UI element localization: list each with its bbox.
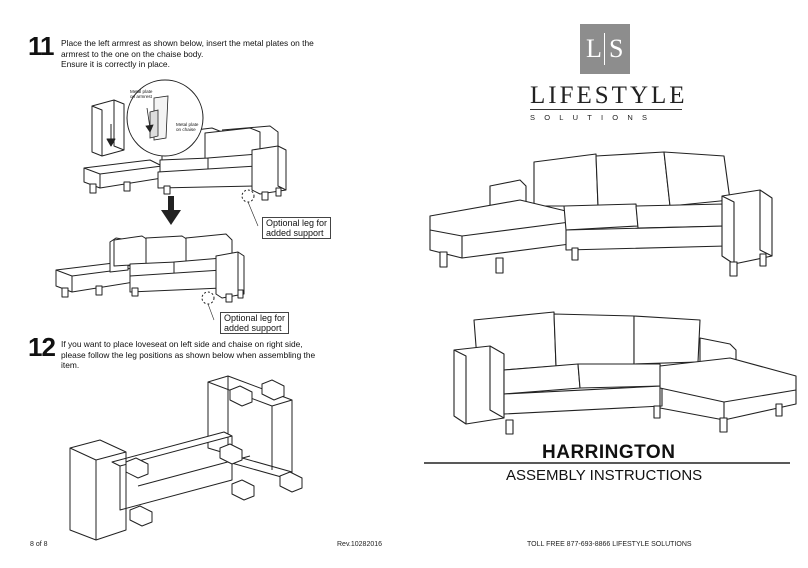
page-number: 8 of 8 bbox=[30, 541, 48, 548]
callout-chaise-plate: Metal plate on chaise bbox=[176, 122, 199, 133]
optional-leg-note-2: Optional leg for added support bbox=[220, 312, 290, 334]
step-11-line-2: armrest to the one on the chaise body. bbox=[61, 48, 204, 59]
contact-info: TOLL FREE 877-693-8866 LIFESTYLE SOLUTIO… bbox=[527, 541, 692, 548]
step-12-instructions: If you want to place loveseat on left si… bbox=[61, 339, 341, 371]
step-11-instructions: Place the left armrest as shown below, i… bbox=[61, 38, 341, 70]
brand-monogram-logo: L S bbox=[580, 24, 630, 74]
product-subtitle: ASSEMBLY INSTRUCTIONS bbox=[506, 467, 703, 484]
step-11-number: 11 bbox=[28, 31, 54, 61]
optional-leg-note-1: Optional leg for added support bbox=[262, 217, 332, 239]
revision-code: Rev.10282016 bbox=[337, 541, 383, 548]
brand-tagline: SOLUTIONS bbox=[530, 113, 657, 122]
step-11-line-1: Place the left armrest as shown below, i… bbox=[61, 38, 314, 48]
step-12-line-3: item. bbox=[61, 360, 80, 370]
product-title: HARRINGTON bbox=[542, 442, 676, 463]
step-12-number: 12 bbox=[28, 332, 56, 362]
callout-armrest-plate: Metal plate on armrest bbox=[130, 89, 153, 100]
brand-name: LIFESTYLE bbox=[530, 82, 688, 109]
step-11-line-3: Ensure it is correctly in place. bbox=[61, 59, 170, 69]
step-12-line-2: please follow the leg positions as shown… bbox=[61, 349, 316, 360]
step-12-line-1: If you want to place loveseat on left si… bbox=[61, 339, 303, 349]
